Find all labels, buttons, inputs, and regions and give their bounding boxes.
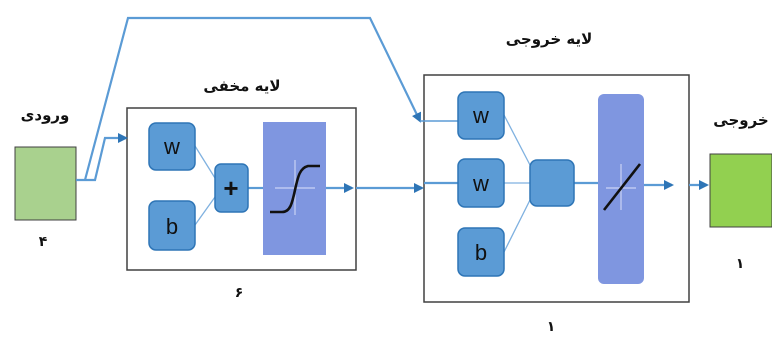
input-box	[14, 146, 77, 221]
output-sum-node	[529, 159, 575, 207]
sigmoid-icon	[270, 160, 320, 215]
output-weight-label-2: w	[472, 171, 489, 196]
output-bias-label: b	[475, 240, 487, 265]
hidden-weight-label: w	[163, 134, 180, 159]
signal-wires	[76, 16, 709, 193]
output-layer-title: لایه خروجی	[506, 30, 593, 48]
connection-wires	[194, 114, 531, 253]
input-label: ورودی	[21, 106, 70, 124]
output-box	[709, 153, 772, 228]
input-to-hidden-arrow	[76, 133, 128, 182]
hidden-bias-label: b	[166, 214, 178, 239]
skip-connection-arrow	[83, 16, 422, 181]
output-weight-node-2	[457, 158, 505, 208]
hidden-layer-title: لایه مخفی	[203, 77, 280, 95]
hidden-layer-size: ۶	[235, 285, 244, 301]
output-bias-node	[457, 227, 505, 277]
hidden-bias-node	[148, 200, 196, 251]
linear-activation-icon	[602, 163, 642, 211]
output-weight-node-1	[457, 91, 505, 140]
output-label: خروجی	[713, 111, 768, 129]
hidden-weight-node	[148, 122, 196, 171]
hidden-sum-symbol: +	[223, 173, 238, 203]
output-layer-size: ۱	[547, 319, 556, 335]
hidden-sum-node	[214, 163, 249, 213]
output-size: ۱	[736, 256, 745, 272]
input-size: ۴	[39, 234, 48, 250]
output-weight-label-1: w	[472, 103, 489, 128]
